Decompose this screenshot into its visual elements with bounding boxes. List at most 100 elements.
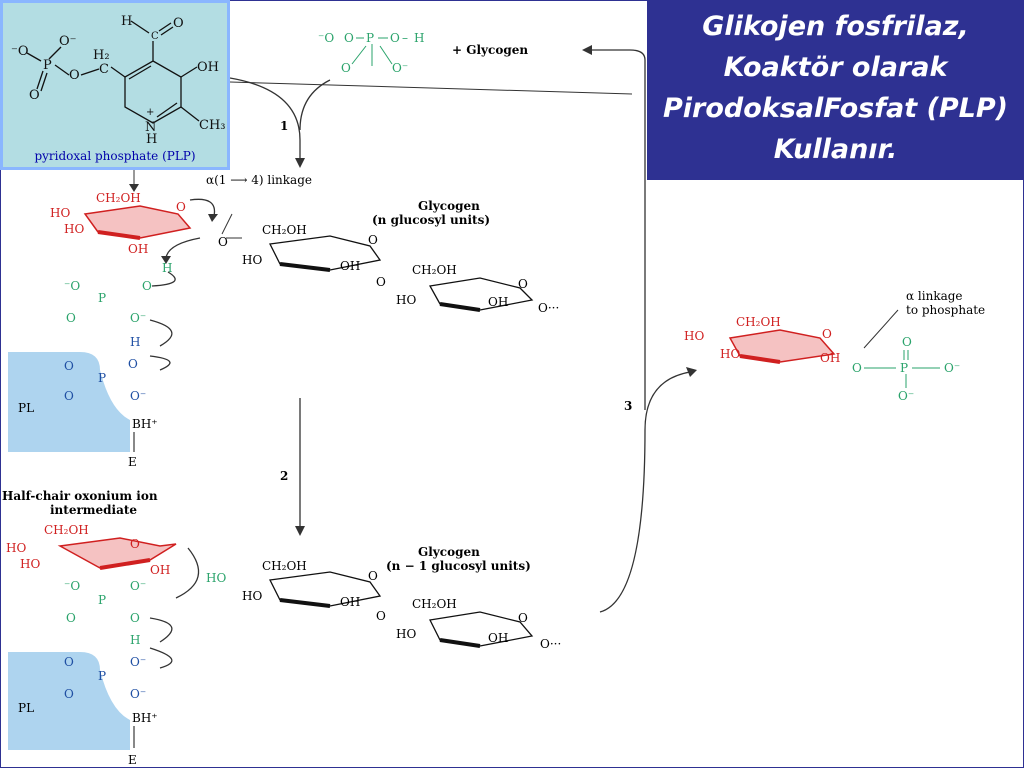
plp-structure-drawing: H O C O⁻ ⁻O P O H₂ C OH O N H + CH₃ (11, 14, 226, 147)
svg-text:H: H (130, 335, 140, 349)
svg-text:HO: HO (50, 206, 70, 220)
svg-text:PL: PL (18, 701, 34, 715)
svg-text:O···: O··· (538, 301, 559, 315)
svg-text:HO: HO (720, 347, 740, 361)
mechanism-top: H O ⁻O P O O⁻ H O O P O O⁻ PL BH⁺ E (8, 168, 201, 469)
title-line-2: Koaktör olarak (723, 52, 948, 83)
glycogen-chain-top: CH₂OH HO O OH O CH₂OH HO O OH O··· (242, 223, 559, 315)
plp-caption: pyridoxal phosphate (PLP) (34, 149, 196, 163)
svg-text:CH₂OH: CH₂OH (96, 191, 141, 205)
svg-text:α linkage: α linkage (906, 289, 963, 303)
svg-text:P: P (900, 361, 908, 375)
phosphate-top: ⁻O O P O – H O O⁻ (318, 31, 424, 75)
title-line-4: Kullanır. (773, 134, 898, 165)
svg-text:N: N (145, 120, 156, 135)
svg-text:CH₂OH: CH₂OH (736, 315, 781, 329)
svg-text:OH: OH (488, 295, 508, 309)
svg-text:O: O (69, 68, 80, 83)
n-units-label: (n glucosyl units) (372, 213, 490, 227)
svg-text:H: H (130, 633, 140, 647)
svg-text:+: + (146, 107, 154, 118)
svg-text:E: E (128, 455, 137, 469)
svg-text:HO: HO (6, 541, 26, 555)
svg-text:O: O (518, 277, 528, 291)
svg-text:O: O (376, 275, 386, 289)
svg-text:O: O (902, 335, 912, 349)
svg-text:O: O (66, 311, 76, 325)
svg-text:HO: HO (206, 571, 226, 585)
svg-text:O: O (368, 233, 378, 247)
svg-text:O: O (142, 279, 152, 293)
svg-text:⁻O: ⁻O (64, 579, 80, 593)
svg-text:O: O (218, 235, 228, 249)
svg-text:O: O (64, 655, 74, 669)
svg-text:to phosphate: to phosphate (906, 303, 985, 317)
svg-text:O: O (130, 611, 140, 625)
glucose-1-phosphate: α linkage to phosphate CH₂OH HO HO O OH … (684, 289, 985, 403)
svg-text:O: O (341, 61, 351, 75)
svg-text:BH⁺: BH⁺ (132, 417, 158, 431)
step-1-label: 1 (280, 119, 288, 133)
svg-text:O: O (29, 88, 40, 103)
svg-text:O···: O··· (540, 637, 561, 651)
svg-text:OH: OH (340, 595, 360, 609)
svg-text:O: O (64, 389, 74, 403)
step-3-label: 3 (624, 399, 632, 413)
svg-text:CH₃: CH₃ (199, 118, 226, 133)
svg-text:CH₂OH: CH₂OH (412, 597, 457, 611)
svg-text:O: O (128, 357, 138, 371)
svg-text:OH: OH (820, 351, 840, 365)
svg-text:H₂: H₂ (93, 48, 110, 63)
svg-text:P: P (366, 31, 374, 45)
svg-text:O: O (66, 611, 76, 625)
glycogen-top-label: Glycogen (418, 199, 480, 213)
svg-text:HO: HO (684, 329, 704, 343)
svg-text:OH: OH (197, 60, 219, 75)
svg-text:O⁻: O⁻ (898, 389, 914, 403)
svg-text:C: C (151, 31, 159, 42)
mechanism-bottom: Half-chair oxonium ion intermediate CH₂O… (2, 489, 200, 767)
svg-text:P: P (43, 58, 52, 73)
svg-text:OH: OH (150, 563, 170, 577)
svg-text:O⁻: O⁻ (59, 34, 77, 49)
svg-text:OH: OH (128, 242, 148, 256)
red-glucose-top: CH₂OH HO HO O OH (50, 191, 218, 256)
svg-text:C: C (99, 62, 109, 77)
svg-text:O⁻: O⁻ (130, 655, 146, 669)
svg-text:–: – (402, 31, 408, 45)
svg-text:H: H (121, 14, 132, 29)
svg-text:CH₂OH: CH₂OH (262, 559, 307, 573)
svg-text:O: O (176, 200, 186, 214)
glycogen-bottom-label: Glycogen (418, 545, 480, 559)
svg-text:P: P (98, 371, 106, 385)
svg-text:HO: HO (396, 293, 416, 307)
svg-text:O: O (64, 359, 74, 373)
svg-text:BH⁺: BH⁺ (132, 711, 158, 725)
svg-text:O: O (130, 537, 140, 551)
svg-text:E: E (128, 753, 137, 767)
svg-text:O: O (518, 611, 528, 625)
svg-text:⁻O: ⁻O (318, 31, 334, 45)
svg-text:H: H (146, 132, 157, 147)
svg-text:P: P (98, 291, 106, 305)
svg-text:OH: OH (488, 631, 508, 645)
svg-text:HO: HO (396, 627, 416, 641)
n-minus-1-label: (n − 1 glucosyl units) (386, 559, 531, 573)
svg-text:O⁻: O⁻ (130, 687, 146, 701)
svg-text:CH₂OH: CH₂OH (44, 523, 89, 537)
linkage-label: α(1 ⟶ 4) linkage (206, 173, 312, 187)
svg-text:Half-chair oxonium ion: Half-chair oxonium ion (2, 489, 158, 503)
svg-text:O: O (376, 609, 386, 623)
svg-text:O⁻: O⁻ (130, 311, 146, 325)
svg-text:HO: HO (242, 589, 262, 603)
svg-text:HO: HO (242, 253, 262, 267)
title-line-1: Glikojen fosfrilaz, (702, 11, 969, 42)
svg-text:P: P (98, 669, 106, 683)
svg-text:P: P (98, 593, 106, 607)
svg-text:O: O (173, 16, 184, 31)
plus-glycogen-label: + Glycogen (452, 43, 528, 57)
glycogen-chain-bottom: HO CH₂OH HO O OH O CH₂OH HO O OH O··· (206, 559, 561, 651)
svg-text:O⁻: O⁻ (944, 361, 960, 375)
